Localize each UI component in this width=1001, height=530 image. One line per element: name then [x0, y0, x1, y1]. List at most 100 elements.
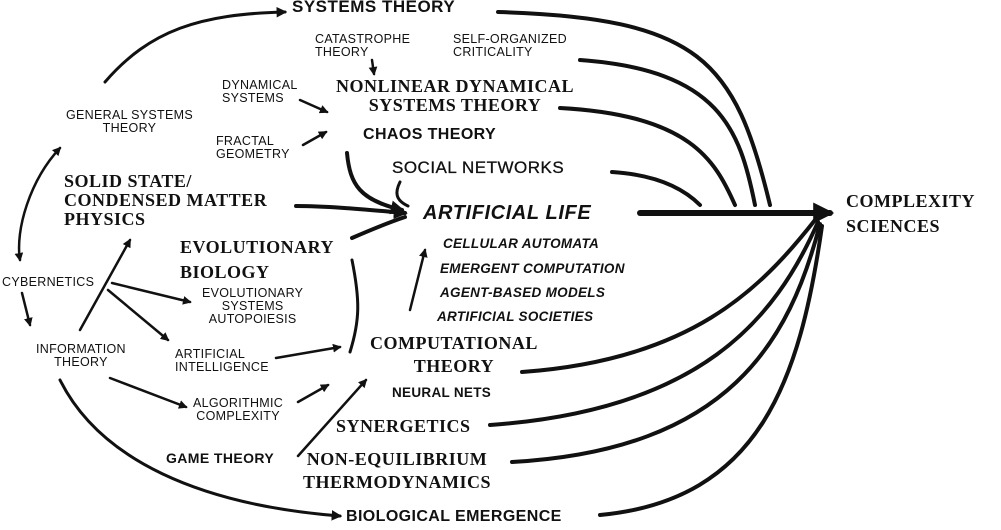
node-cellular-automata: CELLULAR AUTOMATA: [443, 236, 600, 251]
label-evosys-line2: SYSTEMS: [221, 299, 284, 314]
label-nonlinear-line1: NONLINEAR DYNAMICAL: [336, 76, 575, 96]
arrow-cyber-to-evosystems: [110, 281, 192, 305]
arrow-systems-theory-to-complexity: [496, 10, 772, 207]
node-evolutionary-systems-autopoiesis: EVOLUTIONARY SYSTEMS AUTOPOIESIS: [202, 286, 304, 327]
label-nonequilibrium-line1: NON-EQUILIBRIUM: [306, 449, 488, 469]
node-social-networks: SOCIAL NETWORKS: [392, 158, 565, 177]
arrow-game-to-computational: [296, 378, 368, 458]
label-dynamical-line2: SYSTEMS: [222, 91, 284, 106]
node-computational-theory: COMPUTATIONAL THEORY: [370, 334, 538, 376]
label-biological-emergence: BIOLOGICAL EMERGENCE: [346, 508, 562, 525]
node-systems-theory: SYSTEMS THEORY: [292, 0, 455, 16]
node-emergent-computation: EMERGENT COMPUTATION: [440, 261, 625, 276]
node-evolutionary-biology: EVOLUTIONARY BIOLOGY: [180, 238, 334, 282]
node-catastrophe-theory: CATASTROPHE THEORY: [315, 32, 411, 60]
label-algorithmic-line2: COMPLEXITY: [196, 409, 280, 424]
node-general-systems-theory: GENERAL SYSTEMS THEORY: [66, 108, 193, 136]
label-info-line2: THEORY: [54, 355, 108, 370]
label-computational-line2: THEORY: [413, 355, 495, 376]
node-neural-nets: NEURAL NETS: [392, 385, 492, 400]
label-ai-line2: INTELLIGENCE: [175, 360, 269, 375]
arrow-chaos-to-alife: [345, 151, 405, 215]
node-self-organized-criticality: SELF-ORGANIZED CRITICALITY: [453, 32, 567, 59]
label-complexity-line1: COMPLEXITY: [846, 191, 976, 211]
label-catastrophe-line1: CATASTROPHE: [315, 32, 411, 46]
arrow-soc-to-complexity: [578, 58, 757, 207]
label-systems-theory: SYSTEMS THEORY: [292, 0, 456, 16]
node-complexity-sciences: COMPLEXITY SCIENCES: [846, 192, 975, 236]
node-chaos-theory: CHAOS THEORY: [363, 126, 497, 144]
node-agent-based-models: AGENT-BASED MODELS: [440, 285, 605, 300]
arrow-fractal-to-nonlinear: [301, 130, 328, 147]
label-ai-line1: ARTIFICIAL: [175, 347, 246, 361]
label-solid-state-line3: PHYSICS: [64, 208, 146, 229]
node-game-theory: GAME THEORY: [166, 451, 274, 466]
label-nonlinear-line2: SYSTEMS THEORY: [368, 94, 542, 115]
label-solid-state-line1: SOLID STATE/: [64, 171, 192, 191]
arrow-social-networks-to-complexity: [610, 170, 702, 207]
label-evosys-line1: EVOLUTIONARY: [202, 286, 304, 300]
arrow-info-to-bioemergence: [58, 378, 343, 521]
label-complexity-line2: SCIENCES: [846, 215, 941, 236]
arrow-nonequilibrium-to-complexity: [510, 222, 822, 464]
label-artificial-societies: ARTIFICIAL SOCIETIES: [437, 309, 594, 324]
arrow-evobio-to-alife: [350, 215, 407, 240]
label-synergetics: SYNERGETICS: [336, 416, 471, 436]
node-dynamical-systems: DYNAMICAL SYSTEMS: [222, 78, 298, 106]
label-neural-nets: NEURAL NETS: [392, 385, 492, 400]
arrow-gst-cybernetics: [14, 146, 62, 262]
arrow-cybernetics-to-info: [20, 291, 33, 327]
label-social-networks: SOCIAL NETWORKS: [392, 158, 565, 177]
arrow-cyber-to-ai: [106, 288, 170, 342]
arrow-ai-to-computational: [274, 343, 342, 360]
node-fractal-geometry: FRACTAL GEOMETRY: [216, 134, 290, 162]
label-algorithmic-line1: ALGORITHMIC: [193, 396, 284, 410]
label-gst-line1: GENERAL SYSTEMS: [66, 108, 193, 122]
node-algorithmic-complexity: ALGORITHMIC COMPLEXITY: [193, 396, 284, 424]
label-chaos-theory: CHAOS THEORY: [363, 126, 497, 143]
arrow-evobio-to-computational: [348, 258, 360, 354]
arrow-social-to-alife: [395, 180, 410, 208]
label-evosys-line3: AUTOPOIESIS: [208, 312, 297, 327]
label-artificial-life: ARTIFICIAL LIFE: [423, 202, 592, 224]
node-solid-state-physics: SOLID STATE/ CONDENSED MATTER PHYSICS: [64, 172, 267, 229]
node-artificial-life: ARTIFICIAL LIFE: [423, 203, 591, 224]
label-soc-line1: SELF-ORGANIZED: [453, 32, 567, 46]
label-info-line1: INFORMATION: [36, 342, 126, 356]
arrow-computational-to-complexity: [520, 218, 817, 374]
label-evobio-line1: EVOLUTIONARY: [180, 237, 335, 257]
arrow-computational-to-automata: [408, 248, 428, 312]
label-nonequilibrium-line2: THERMODYNAMICS: [303, 471, 492, 492]
node-cybernetics: CYBERNETICS: [2, 275, 94, 289]
node-artificial-societies: ARTIFICIAL SOCIETIES: [437, 309, 594, 324]
label-fractal-line1: FRACTAL: [216, 134, 275, 148]
arrow-gst-to-systems-theory: [103, 6, 288, 84]
arrow-catastrophe-to-nonlinear: [368, 58, 378, 76]
label-evobio-line2: BIOLOGY: [180, 261, 270, 282]
label-catastrophe-line2: THEORY: [315, 45, 369, 60]
label-gst-line2: THEORY: [102, 121, 157, 136]
node-non-equilibrium-thermodynamics: NON-EQUILIBRIUM THERMODYNAMICS: [303, 450, 491, 492]
node-artificial-intelligence: ARTIFICIAL INTELLIGENCE: [175, 347, 269, 375]
arrow-nonlinear-to-complexity: [558, 106, 737, 207]
label-cellular-automata: CELLULAR AUTOMATA: [443, 236, 600, 251]
label-fractal-line2: GEOMETRY: [216, 147, 290, 162]
node-biological-emergence: BIOLOGICAL EMERGENCE: [346, 508, 562, 526]
arrow-biological-emergence-to-complexity: [598, 224, 824, 517]
node-information-theory: INFORMATION THEORY: [36, 342, 126, 370]
label-solid-state-line2: CONDENSED MATTER: [64, 189, 268, 210]
label-dynamical-line1: DYNAMICAL: [222, 78, 298, 92]
node-synergetics: SYNERGETICS: [336, 417, 471, 436]
arrow-synergetics-to-complexity: [488, 220, 820, 427]
label-emergent-computation: EMERGENT COMPUTATION: [440, 261, 625, 276]
node-nonlinear-dynamical-systems-theory: NONLINEAR DYNAMICAL SYSTEMS THEORY: [336, 77, 574, 115]
arrow-algorithmic-to-computational: [296, 383, 330, 404]
arrow-info-to-solid-state: [78, 238, 132, 332]
arrow-solid-state-to-alife: [294, 204, 408, 220]
label-game-theory: GAME THEORY: [166, 450, 275, 466]
arrow-info-to-algorithmic: [108, 376, 188, 409]
arrow-dynamical-to-nonlinear: [298, 98, 329, 114]
label-computational-line1: COMPUTATIONAL: [370, 333, 538, 353]
